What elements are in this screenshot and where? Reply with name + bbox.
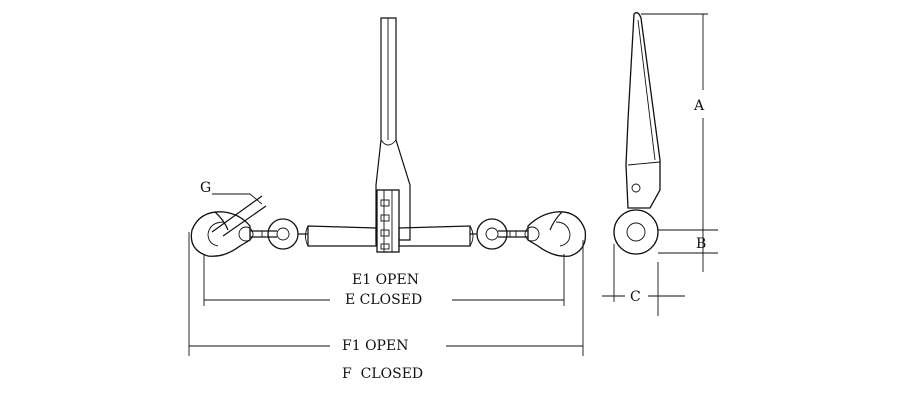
right-swivel-eye (470, 218, 528, 250)
label-c: C (630, 289, 641, 305)
label-e1-open: E1 OPEN (352, 272, 419, 288)
dimension-f: F1 OPEN F CLOSED (188, 232, 584, 382)
left-grab-hook (190, 211, 254, 257)
callout-g: G (200, 180, 267, 237)
binder-tube (305, 225, 474, 247)
label-g: G (200, 180, 211, 196)
label-e-closed: E CLOSED (345, 292, 422, 308)
label-f1-open: F1 OPEN (342, 338, 408, 354)
label-f-closed: F CLOSED (342, 366, 423, 382)
label-b: B (696, 236, 706, 252)
dimension-b: B (658, 230, 718, 272)
side-view: A B C (602, 12, 718, 316)
right-grab-hook (524, 211, 587, 257)
handle-side (613, 12, 661, 255)
left-swivel-eye (250, 218, 308, 250)
front-view: G E1 OPEN E CLOSED F1 OPEN F CLOSED (188, 17, 587, 382)
dimension-c: C (602, 244, 685, 316)
label-a: A (693, 98, 705, 114)
dimension-e: E1 OPEN E CLOSED (203, 254, 565, 308)
handle-lever (375, 17, 411, 253)
dimension-a: A (641, 13, 718, 231)
